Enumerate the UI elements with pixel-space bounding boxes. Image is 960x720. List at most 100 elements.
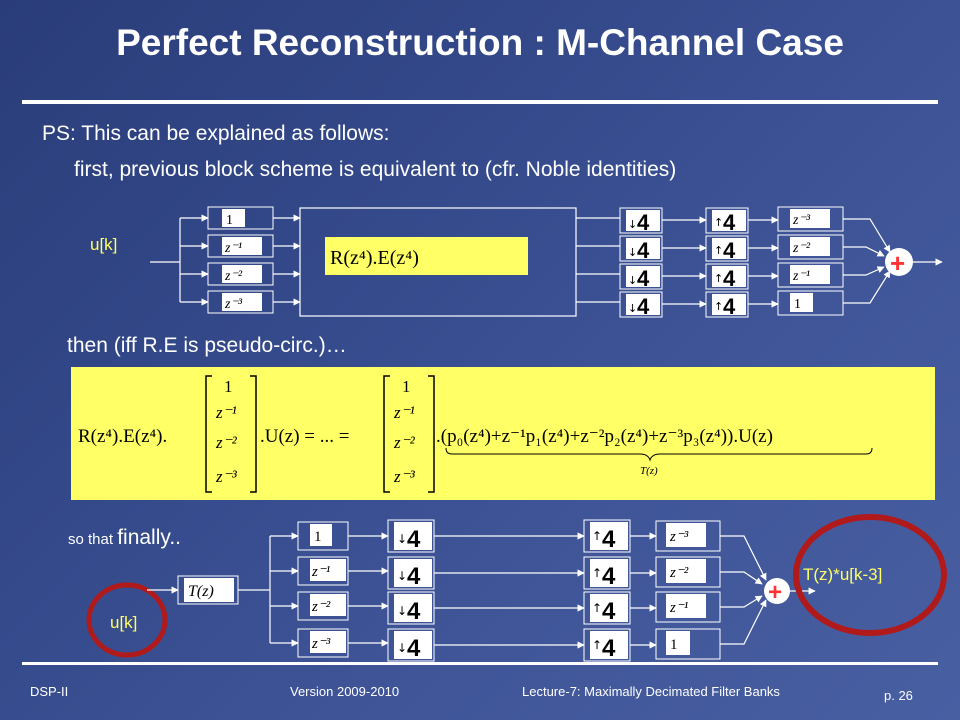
- bottom-dec-factor-3: 4: [407, 635, 421, 662]
- top-delay-text-0: 1: [226, 213, 233, 228]
- top-dec-factor-2: 4: [637, 266, 650, 291]
- svg-text:↑: ↑: [592, 529, 602, 543]
- bottom-out-delay-1: z⁻²: [669, 565, 689, 581]
- output-highlight-circle: [793, 514, 947, 636]
- bottom-delay-blocks: 1 z⁻¹ z⁻² z⁻³: [297, 521, 349, 658]
- eq-underbrace-label: T(z): [640, 465, 658, 477]
- eq-lhs: R(z⁴).E(z⁴).: [78, 426, 167, 447]
- bottom-dec-factor-2: 4: [407, 598, 421, 625]
- bottom-delay-text-0: 1: [314, 529, 322, 545]
- svg-text:↑: ↑: [714, 216, 723, 229]
- svg-text:↑: ↑: [592, 638, 602, 652]
- svg-text:↓: ↓: [397, 641, 407, 655]
- svg-text:↑: ↑: [714, 300, 723, 313]
- bottom-up-factor-2: 4: [602, 598, 616, 625]
- page-number: p. 26: [884, 688, 913, 703]
- input-label-top: u[k]: [90, 235, 117, 254]
- bottom-up-factor-1: 4: [602, 563, 616, 590]
- title-divider: [22, 100, 938, 104]
- top-delay-blocks: 1 z⁻¹ z⁻² z⁻³: [180, 206, 274, 314]
- top-out-delay-2: z⁻¹: [792, 269, 810, 284]
- text-line-1: PS: This can be explained as follows:: [42, 122, 390, 145]
- bottom-out-delay-0: z⁻³: [669, 529, 689, 545]
- top-dec-factor-1: 4: [637, 238, 650, 263]
- top-delay-text-2: z⁻²: [224, 269, 243, 284]
- top-delay-label-bg-1: [222, 237, 262, 255]
- matrix-block: [299, 207, 577, 317]
- footer-version: Version 2009-2010: [290, 684, 400, 699]
- top-up-factor-2: 4: [723, 266, 736, 291]
- eq-m2-2: z⁻²: [393, 433, 416, 452]
- svg-text:↓: ↓: [628, 274, 637, 287]
- text-line-2: first, previous block scheme is equivale…: [74, 158, 677, 181]
- bottom-dec-factor-1: 4: [407, 563, 421, 590]
- svg-text:↑: ↑: [592, 601, 602, 615]
- bottom-diagram: u[k] T(z) 1 z⁻¹ z⁻² z⁻³: [86, 514, 947, 662]
- bottom-upsamplers: ↑ 4 ↑ 4 ↑ 4 ↑ 4: [583, 519, 631, 662]
- eq-m1-3: z⁻³: [215, 467, 238, 486]
- top-out-delay-0: z⁻³: [792, 213, 811, 228]
- svg-text:↑: ↑: [714, 272, 723, 285]
- bottom-adder: [764, 578, 790, 604]
- top-up-factor-3: 4: [723, 294, 736, 319]
- eq-m1-1: z⁻¹: [215, 403, 237, 422]
- equation-band: R(z⁴).E(z⁴). 1 z⁻¹ z⁻² z⁻³ .U(z) = ... =…: [71, 367, 935, 500]
- text-line-3: then (iff R.E is pseudo-circ.)…: [67, 334, 347, 357]
- top-delay-label-bg-2: [222, 265, 262, 283]
- bottom-output-delays: z⁻³ z⁻² z⁻¹ 1: [655, 520, 721, 660]
- svg-text:↑: ↑: [592, 566, 602, 580]
- text-line-4-small: so that: [68, 531, 118, 548]
- bottom-out-delay-2: z⁻¹: [669, 600, 689, 616]
- t-block-label: T(z): [188, 583, 214, 600]
- bottom-delay-text-3: z⁻³: [311, 636, 331, 652]
- svg-text:↓: ↓: [628, 218, 637, 231]
- svg-text:↓: ↓: [397, 569, 407, 583]
- matrix-block-label-bg: [325, 237, 528, 275]
- text-line-4-big: finally..: [117, 526, 182, 549]
- input-label-bottom: u[k]: [110, 613, 137, 632]
- text-line-4: so that finally..: [68, 526, 181, 550]
- eq-m2-0: 1: [402, 377, 411, 396]
- top-delay-text-3: z⁻³: [224, 297, 243, 312]
- matrix-block-label: R(z⁴).E(z⁴): [330, 247, 419, 269]
- svg-text:↓: ↓: [397, 604, 407, 618]
- bottom-adder-sign: +: [768, 579, 782, 606]
- output-label: T(z)*u[k-3]: [803, 565, 882, 584]
- bottom-up-factor-0: 4: [602, 526, 616, 553]
- bottom-up-factor-3: 4: [602, 635, 616, 662]
- eq-m2-3: z⁻³: [393, 467, 416, 486]
- footer-course: DSP-II: [30, 684, 69, 699]
- top-out-delay-3: 1: [794, 297, 801, 312]
- top-adder-sign: +: [890, 248, 905, 278]
- slide-title: Perfect Reconstruction : M-Channel Case: [116, 22, 844, 63]
- eq-mid: .U(z) = ... =: [260, 426, 350, 447]
- eq-m1-2: z⁻²: [215, 433, 238, 452]
- top-up-factor-0: 4: [723, 210, 736, 235]
- input-highlight-circle: [86, 582, 168, 658]
- top-out-delay-1: z⁻²: [792, 241, 811, 256]
- bottom-decimators: ↓ 4 ↓ 4 ↓ 4 ↓ 4: [387, 519, 435, 662]
- eq-m1-0: 1: [224, 377, 233, 396]
- bottom-delay-text-1: z⁻¹: [311, 564, 331, 580]
- top-dec-factor-3: 4: [637, 294, 650, 319]
- top-output-delays: z⁻³ z⁻² z⁻¹ 1: [777, 206, 844, 316]
- top-delay-text-1: z⁻¹: [224, 241, 242, 256]
- top-delay-label-bg-0: [222, 209, 245, 227]
- top-diagram: u[k] 1 z⁻¹ z⁻² z⁻³ R: [90, 206, 943, 319]
- equation-bg: [71, 367, 935, 500]
- footer-lecture: Lecture-7: Maximally Decimated Filter Ba…: [522, 684, 780, 699]
- bottom-out-delay-3: 1: [670, 637, 678, 653]
- top-delay-label-bg-3: [222, 293, 262, 311]
- svg-text:↓: ↓: [628, 246, 637, 259]
- top-adder: [885, 248, 913, 276]
- top-decimators: ↓ 4 ↓ 4 ↓ 4 ↓ 4: [619, 207, 663, 319]
- svg-text:↓: ↓: [628, 302, 637, 315]
- eq-rhs: .(p₀(z⁴)+z⁻¹p₁(z⁴)+z⁻²p₂(z⁴)+z⁻³p₃(z⁴)).…: [436, 426, 773, 447]
- top-dec-factor-0: 4: [637, 210, 650, 235]
- top-upsamplers: ↑ 4 ↑ 4 ↑ 4 ↑ 4: [705, 207, 749, 319]
- svg-text:↓: ↓: [397, 532, 407, 546]
- bottom-delay-text-2: z⁻²: [311, 599, 331, 615]
- top-up-factor-1: 4: [723, 238, 736, 263]
- footer-divider: [22, 662, 938, 665]
